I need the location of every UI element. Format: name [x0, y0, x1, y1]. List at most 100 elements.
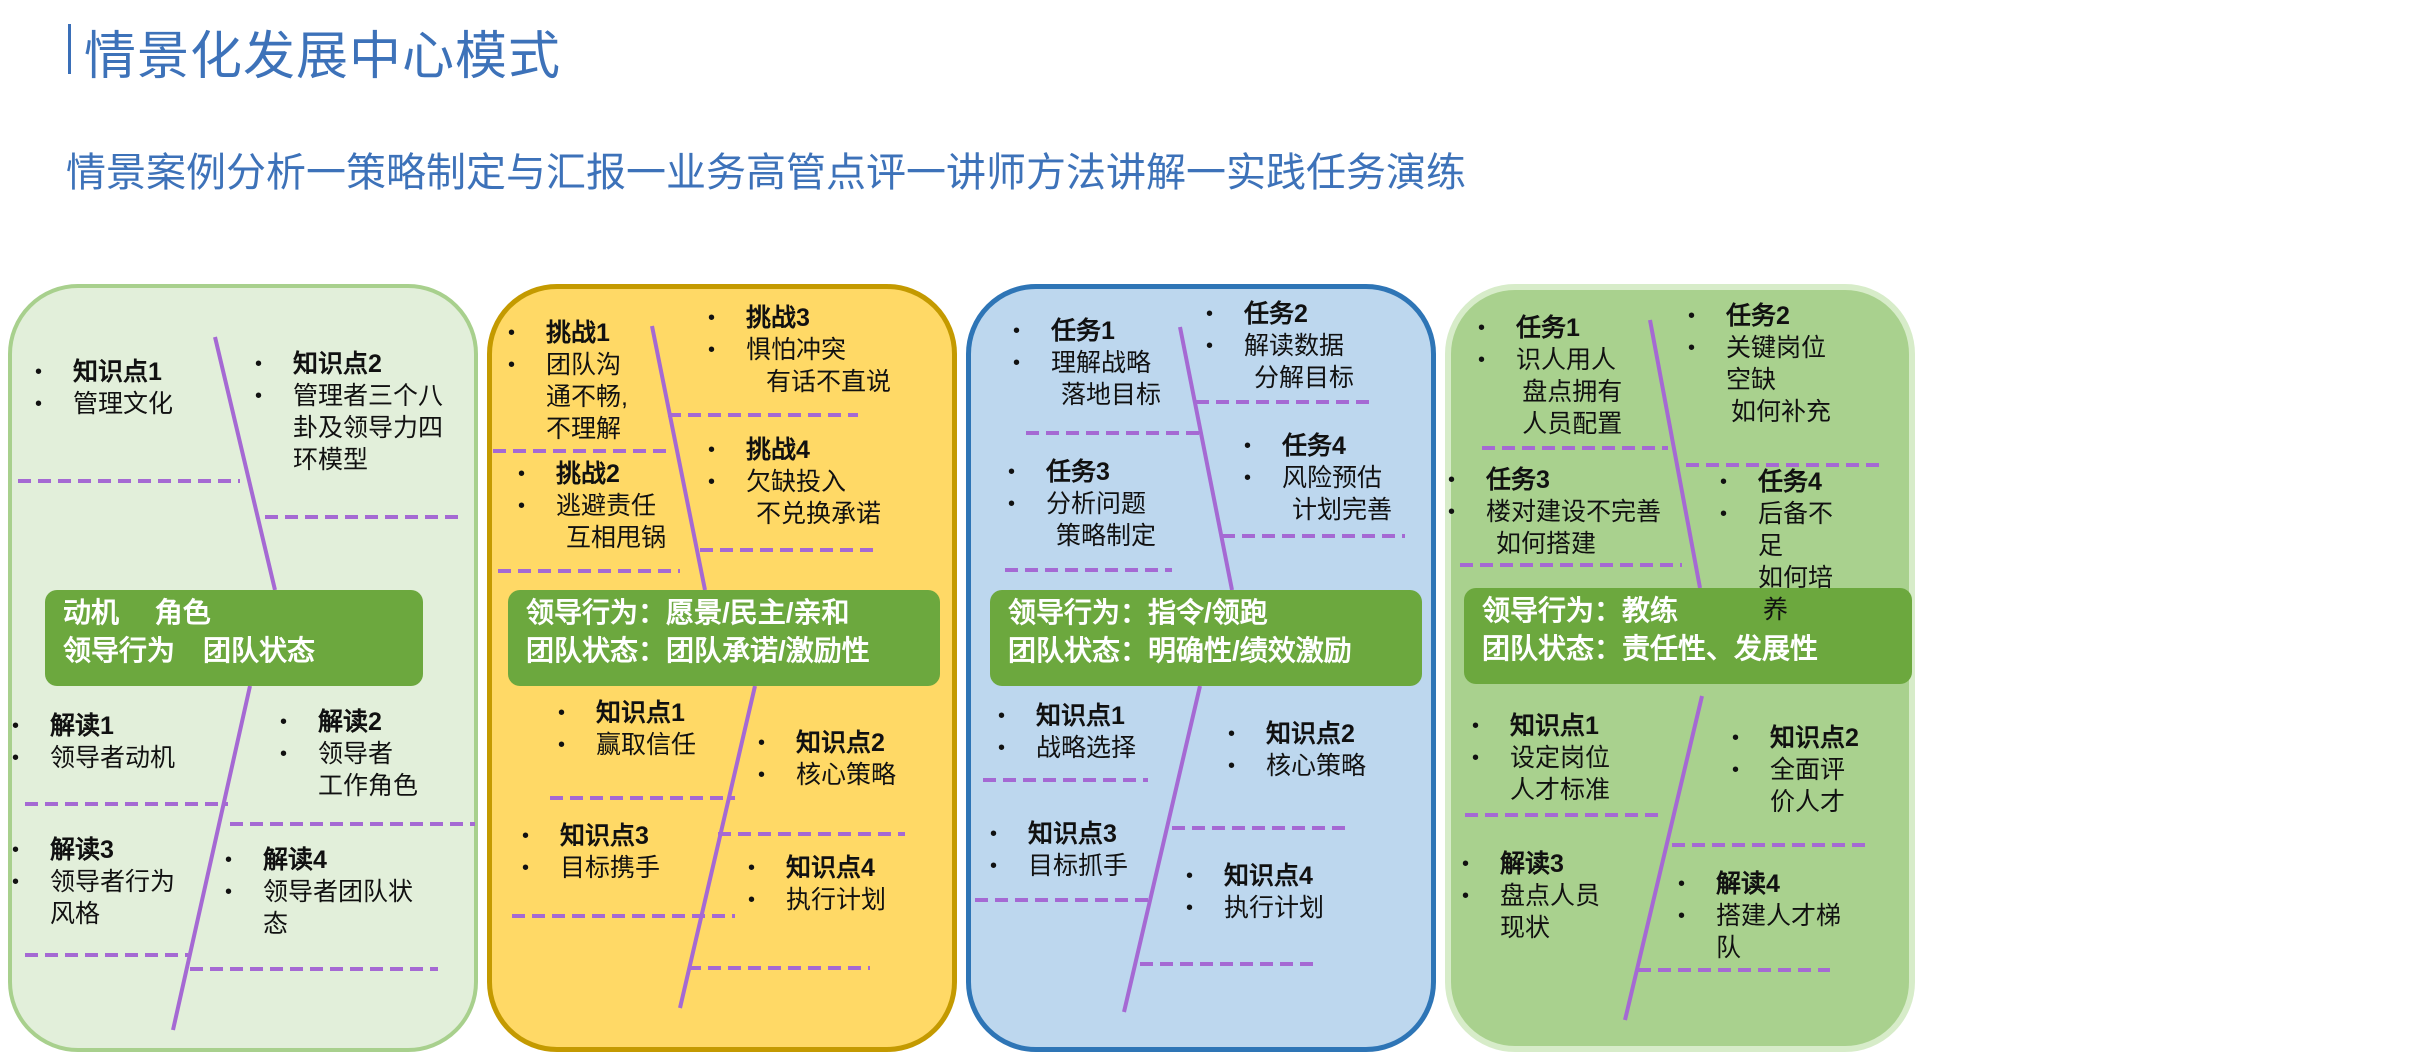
- bullet-icon: •: [1462, 885, 1470, 907]
- bullet-icon: •: [1720, 471, 1728, 493]
- bone-item-detail: 通不畅,: [546, 383, 628, 411]
- bone-item-detail-row: •核心策略: [1228, 750, 1366, 782]
- bone-item-detail: 战略选择: [1036, 734, 1137, 762]
- bone-item-heading: 任务3: [1046, 458, 1110, 486]
- bone-item-heading: 任务2: [1244, 300, 1308, 328]
- bone-item-heading: 知识点2: [293, 350, 382, 378]
- bone-item-detail-continuation: 如何补充: [1688, 396, 1831, 428]
- bone-item-head-row: •任务4: [1244, 430, 1392, 462]
- bone-item-detail-continuation: 工作角色: [280, 770, 418, 802]
- bullet-icon: •: [708, 471, 716, 493]
- bullet-icon: •: [1206, 303, 1214, 325]
- bone-item-detail: 风格: [50, 900, 101, 928]
- bone-item: •知识点2•核心策略: [758, 727, 896, 791]
- bone-item-heading: 知识点4: [1224, 862, 1313, 890]
- bone-item-head-row: •知识点3: [522, 820, 660, 852]
- bone-item-detail-continuation: 如何培: [1720, 562, 1833, 594]
- center-label-line: 领导行为：指令/领跑: [1008, 597, 1268, 628]
- bone-item-detail: 理解战略: [1051, 349, 1152, 377]
- bone-item: • 知识点4 • 执行计划: [1186, 860, 1324, 924]
- bullet-icon: •: [1186, 897, 1194, 919]
- bone-item-head-row: •知识点2: [255, 348, 443, 380]
- bone-item-detail: 风险预估: [1282, 464, 1383, 492]
- bullet-icon: •: [518, 463, 526, 485]
- bullet-icon: •: [1013, 352, 1021, 374]
- bone-item: •挑战4•欠缺投入不兑换承诺: [708, 434, 881, 530]
- bone-item-detail-continuation: 卦及领导力四: [255, 412, 443, 444]
- center-label-line: 团队状态：团队承诺/激励性: [526, 635, 870, 666]
- bone-item-detail: 不兑换承诺: [756, 500, 882, 528]
- bone-item-detail: 执行计划: [1224, 894, 1325, 922]
- bone-item-detail-row: •解读数据: [1206, 330, 1354, 362]
- bone-item-detail-row: •领导者行为: [12, 866, 175, 898]
- bone-item-detail-continuation: 不理解: [508, 413, 628, 445]
- bone-item: •知识点1 • 赢取信任: [558, 697, 696, 761]
- bone-item-detail: 分解目标: [1254, 364, 1355, 392]
- bone-item: •知识点2•管理者三个八卦及领导力四环模型: [255, 348, 443, 476]
- bone-item-detail-row: •搭建人才梯: [1678, 900, 1841, 932]
- bone-item-detail-row: •目标抓手: [990, 850, 1128, 882]
- center-label-line: 领导行为 团队状态: [63, 635, 316, 666]
- bone-item-detail: 赢取信任: [596, 731, 697, 759]
- bone-item-head-row: •知识点2: [758, 727, 896, 759]
- bone-item: •挑战2•逃避责任互相甩锅: [518, 458, 666, 554]
- bone-item-detail-continuation: 现状: [1462, 912, 1600, 944]
- bullet-icon: •: [998, 737, 1006, 759]
- page-title: 情景化发展中心模式: [84, 27, 562, 87]
- bone-item-head-row: •知识点4: [748, 852, 886, 884]
- bullet-icon: •: [558, 734, 566, 756]
- bone-item: •解读2•领导者工作角色: [280, 706, 418, 802]
- bullet-icon: •: [255, 385, 263, 407]
- bone-item-detail-continuation: 空缺: [1688, 364, 1831, 396]
- bone-item-detail-continuation: 人员配置: [1478, 408, 1622, 440]
- bone-item-head-row: •解读4: [1678, 868, 1841, 900]
- bullet-icon: •: [1688, 337, 1696, 359]
- bone-item-detail-continuation: 价人才: [1732, 786, 1859, 818]
- center-label-line: 领导行为：愿景/民主/亲和: [526, 597, 850, 628]
- bone-item: •任务2•关键岗位空缺如何补充: [1688, 300, 1831, 428]
- bone-item-heading: 任务1: [1516, 314, 1580, 342]
- bone-item-detail: 分析问题: [1046, 490, 1147, 518]
- center-label-line: 领导行为：教练: [1482, 595, 1679, 626]
- bone-item-detail-continuation: 落地目标: [1013, 379, 1161, 411]
- bone-item: • 任务2•解读数据分解目标: [1206, 298, 1354, 394]
- bullet-icon: •: [12, 715, 20, 737]
- center-label-line: 团队状态：明确性/绩效激励: [1008, 635, 1352, 666]
- bone-item-detail: 如何补充: [1731, 398, 1832, 426]
- bone-item: •任务1•识人用人盘点拥有人员配置: [1478, 312, 1622, 440]
- bullet-icon: •: [508, 354, 516, 376]
- bullet-icon: •: [518, 495, 526, 517]
- bullet-icon: •: [35, 361, 43, 383]
- bone-item-detail: 核心策略: [796, 761, 897, 789]
- bullet-icon: •: [1678, 873, 1686, 895]
- bone-item-detail-continuation: 策略制定: [1008, 520, 1156, 552]
- bone-item-head-row: •任务3: [1448, 464, 1661, 496]
- bone-item-detail: 全面评: [1770, 756, 1846, 784]
- bone-item-detail-row: •全面评: [1732, 754, 1859, 786]
- bone-item-detail-continuation: 互相甩锅: [518, 522, 666, 554]
- center-label-box-2: 领导行为：愿景/民主/亲和团队状态：团队承诺/激励性: [508, 590, 940, 686]
- bullet-icon: •: [1732, 727, 1740, 749]
- bone-item-detail-row: •逃避责任: [518, 490, 666, 522]
- bullet-icon: •: [1478, 349, 1486, 371]
- bone-item-heading: 任务1: [1051, 317, 1115, 345]
- center-label-line: 动机 角色: [63, 597, 211, 628]
- bone-item-detail-row: •楼对建设不完善: [1448, 496, 1661, 528]
- bone-item-detail: 队: [1716, 934, 1742, 962]
- center-label-line: 团队状态：责任性、发展性: [1482, 633, 1819, 664]
- bone-item-head-row: •知识点1: [558, 697, 696, 729]
- bullet-icon: •: [1186, 865, 1194, 887]
- bullet-icon: •: [12, 747, 20, 769]
- bullet-icon: •: [280, 711, 288, 733]
- bone-item-detail-continuation: 风格: [12, 898, 175, 930]
- bone-item: •解读3•盘点人员现状: [1462, 848, 1600, 944]
- bone-item-head-row: •任务1: [1478, 312, 1622, 344]
- bone-item-detail: 人员配置: [1522, 410, 1623, 438]
- bone-item-detail-row: •后备不: [1720, 498, 1833, 530]
- bullet-icon: •: [508, 322, 516, 344]
- bullet-icon: •: [225, 849, 233, 871]
- bone-item-detail: 策略制定: [1056, 522, 1157, 550]
- bone-item-heading: 知识点3: [1028, 820, 1117, 848]
- bone-item-detail: 执行计划: [786, 886, 887, 914]
- bone-item-head-row: •解读3: [12, 834, 175, 866]
